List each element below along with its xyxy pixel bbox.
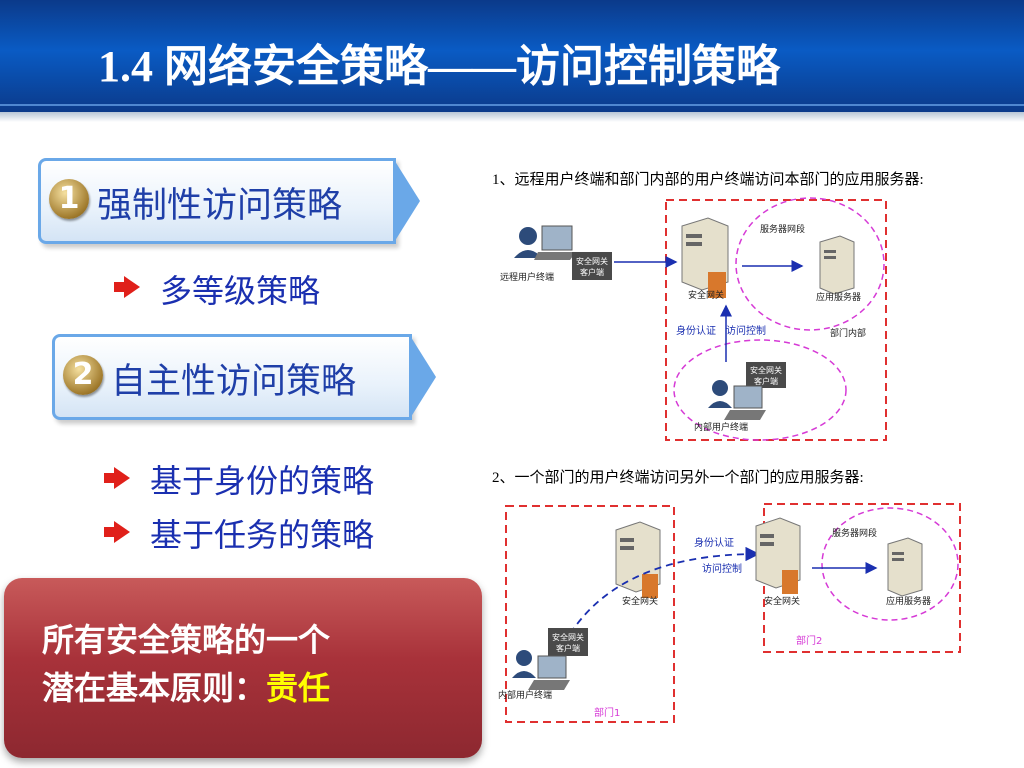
strategy-label-mandatory: 强制性访问策略 (97, 186, 343, 226)
bullet-arrow-icon (104, 467, 130, 489)
dept-inside-label: 部门内部 (830, 327, 866, 339)
gateway-server-icon (755, 517, 801, 594)
client-box (746, 362, 786, 388)
internal-user-label: 内部用户终端 (694, 421, 748, 433)
gateway-left-label: 安全网关 (622, 595, 658, 607)
gateway-server-icon (681, 217, 729, 298)
access-control-label: 访问控制 (702, 562, 742, 575)
client-box-label-2: 客户端 (556, 643, 580, 653)
client-box-label-2: 客户端 (580, 267, 604, 277)
internal-user-icon (512, 650, 570, 690)
access-control-label: 访问控制 (726, 324, 766, 337)
server-segment-label: 服务器网段 (832, 527, 877, 539)
dept-boundary (665, 199, 887, 441)
server-segment-ellipse (821, 507, 959, 621)
list-item: 基于身份的策略 (150, 462, 375, 500)
auth-label: 身份认证 (676, 324, 716, 337)
title-bar (0, 0, 1024, 122)
principle-line-2-prefix: 潜在基本原则： (42, 669, 267, 707)
list-item: 基于任务的策略 (150, 516, 375, 554)
diagram-2-caption: 2、一个部门的用户终端访问另外一个部门的应用服务器: (492, 470, 864, 486)
app-server-icon (887, 537, 923, 597)
number-badge-2: 2 (63, 355, 103, 395)
client-box (572, 252, 612, 280)
app-server-label: 应用服务器 (886, 595, 931, 607)
dept1-label: 部门1 (594, 706, 620, 719)
app-server-label: 应用服务器 (816, 291, 861, 303)
principle-text: 所有安全策略的一个 潜在基本原则：责任 (42, 616, 330, 712)
number-badge-1: 1 (49, 179, 89, 219)
strategy-banner-discretionary: 2 自主性访问策略 (52, 334, 436, 420)
diagram-1-caption: 1、远程用户终端和部门内部的用户终端访问本部门的应用服务器: (492, 172, 924, 188)
gateway-label: 安全网关 (688, 289, 724, 301)
remote-user-icon (514, 225, 576, 260)
diagram-2: 安全网关 身份认证 访问控制 安全网关 服务器网段 应用服务器 部门2 安全网关… (498, 503, 961, 723)
strategy-banner-mandatory: 1 强制性访问策略 (38, 158, 420, 244)
server-segment-ellipse (735, 197, 885, 331)
principle-highlight: 责任 (266, 669, 331, 707)
remote-user-label: 远程用户终端 (500, 271, 554, 283)
app-server-icon (819, 235, 855, 295)
client-box-label-1: 安全网关 (750, 365, 782, 375)
client-box-label-1: 安全网关 (552, 632, 584, 642)
strategy-label-discretionary: 自主性访问策略 (111, 362, 357, 402)
dept1-boundary (505, 505, 675, 723)
internal-user-icon (708, 380, 766, 420)
internal-ellipse (673, 339, 847, 441)
internal-user-label: 内部用户终端 (498, 689, 552, 701)
bullet-arrow-icon (104, 521, 130, 543)
page-title: 1.4 网络安全策略——访问控制策略 (98, 42, 780, 91)
gateway-right-label: 安全网关 (764, 595, 800, 607)
dept2-label: 部门2 (796, 634, 822, 647)
bullet-arrow-icon (114, 276, 140, 298)
principle-line-1: 所有安全策略的一个 (42, 621, 331, 659)
server-segment-label: 服务器网段 (760, 223, 805, 235)
client-box (548, 628, 588, 656)
auth-label: 身份认证 (694, 536, 734, 549)
gateway-server-icon (615, 521, 661, 598)
client-box-label-1: 安全网关 (576, 256, 608, 266)
list-item: 多等级策略 (160, 272, 321, 310)
principle-callout (4, 578, 482, 758)
flow-arrow-dashed (563, 546, 760, 645)
diagram-1: 远程用户终端 安全网关 客户端 安全网关 服务器网段 应用服务器 身份认证 访问… (500, 197, 887, 441)
client-box-label-2: 客户端 (754, 376, 778, 386)
principle-line-2: 潜在基本原则：责任 (42, 664, 330, 712)
title-underline (0, 104, 1024, 106)
